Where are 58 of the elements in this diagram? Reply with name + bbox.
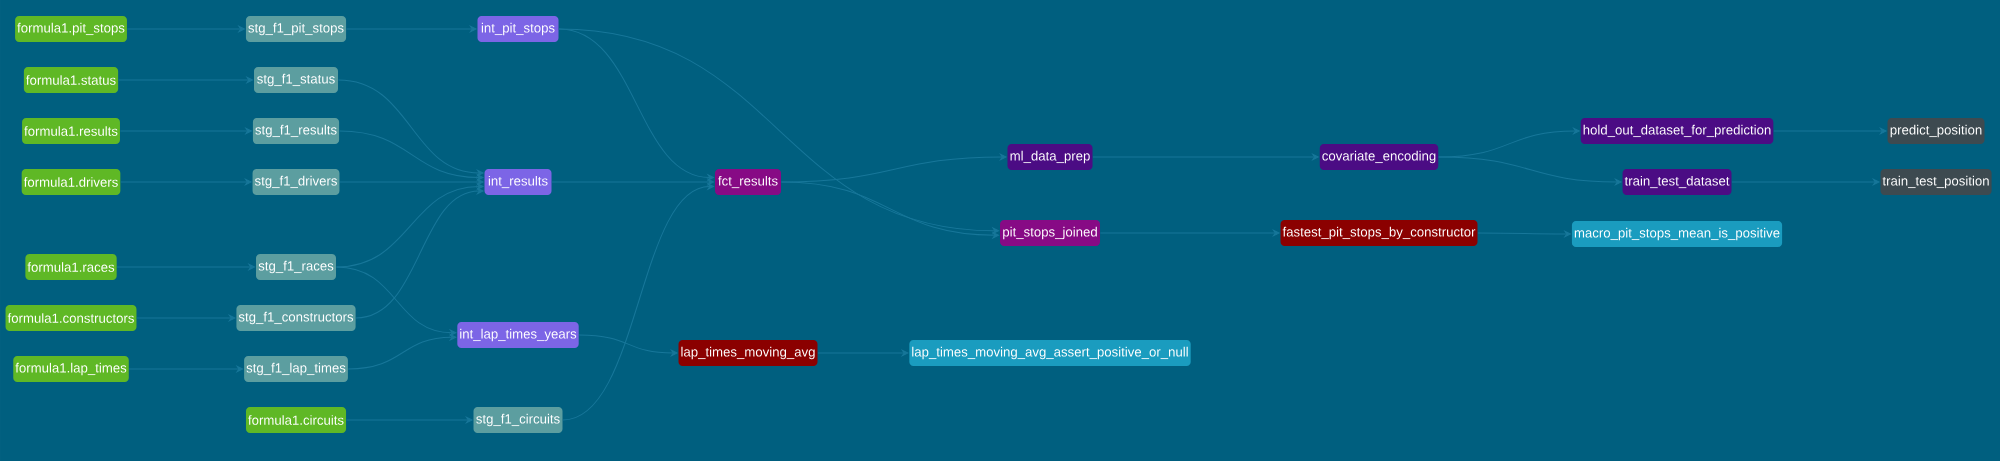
model-box: pit_stops_joined (1000, 220, 1100, 246)
source-box: formula1.pit_stops (15, 16, 127, 42)
test-box: lap_times_moving_avg_assert_positive_or_null (909, 340, 1191, 366)
arrow (339, 178, 484, 186)
arrow (817, 349, 909, 357)
arrow (355, 187, 484, 319)
arrow (346, 25, 477, 33)
arrow (1438, 156, 1622, 186)
staging-model-box: stg_f1_races (256, 254, 336, 280)
arrow (116, 263, 255, 271)
arrow (335, 266, 457, 337)
model-box: ml_data_prep (1007, 144, 1093, 170)
arrow (118, 76, 253, 84)
staging-model-box: stg_f1_pit_stops (245, 16, 347, 42)
arrow (1731, 178, 1880, 186)
arrow (562, 183, 714, 421)
model-box: train_test_position (1880, 169, 1992, 195)
staging-model-box: stg_f1_drivers (252, 169, 340, 195)
model-box: hold_out_dataset_for_prediction (1580, 118, 1774, 144)
model-box: int_pit_stops (477, 16, 559, 42)
arrow (337, 79, 484, 177)
arrow (1773, 127, 1887, 135)
arrow (1477, 230, 1571, 238)
staging-model-box: stg_f1_constructors (236, 305, 356, 331)
staging-model-box: stg_f1_circuits (473, 407, 563, 433)
staging-model-box: stg_f1_lap_times (244, 356, 348, 382)
model-box: fastest_pit_stops_by_constructor (1280, 220, 1478, 246)
source-box: formula1.circuits (245, 407, 347, 433)
model-box: lap_times_moving_avg (678, 340, 818, 366)
arrow (128, 365, 244, 373)
source-box: formula1.drivers (21, 169, 121, 195)
arrow (119, 127, 252, 135)
arrow (558, 28, 999, 235)
arrow (347, 333, 457, 370)
source-box: formula1.results (22, 118, 120, 144)
arrow (1099, 229, 1280, 237)
model-box: fct_results (715, 169, 781, 195)
model-box: predict_position (1887, 118, 1985, 144)
model-box: train_test_dataset (1622, 169, 1732, 195)
source-box: formula1.status (23, 67, 119, 93)
model-box: int_results (484, 169, 552, 195)
source-box: formula1.races (25, 254, 117, 280)
model-box: int_lap_times_years (457, 322, 579, 348)
arrow (345, 416, 473, 424)
staging-model-box: stg_f1_status (254, 67, 338, 93)
test-box: macro_pit_stops_mean_is_positive (1571, 221, 1783, 247)
arrow (120, 178, 252, 186)
arrow (339, 130, 484, 181)
arrow (780, 181, 999, 239)
arrow (551, 178, 714, 186)
arrow (1092, 153, 1319, 161)
source-box: formula1.lap_times (13, 356, 129, 382)
arrow (126, 25, 245, 33)
arrow (578, 334, 678, 357)
model-box: covariate_encoding (1319, 144, 1439, 170)
arrow (136, 314, 236, 322)
staging-model-box: stg_f1_results (252, 118, 340, 144)
source-box: formula1.constructors (5, 305, 137, 331)
